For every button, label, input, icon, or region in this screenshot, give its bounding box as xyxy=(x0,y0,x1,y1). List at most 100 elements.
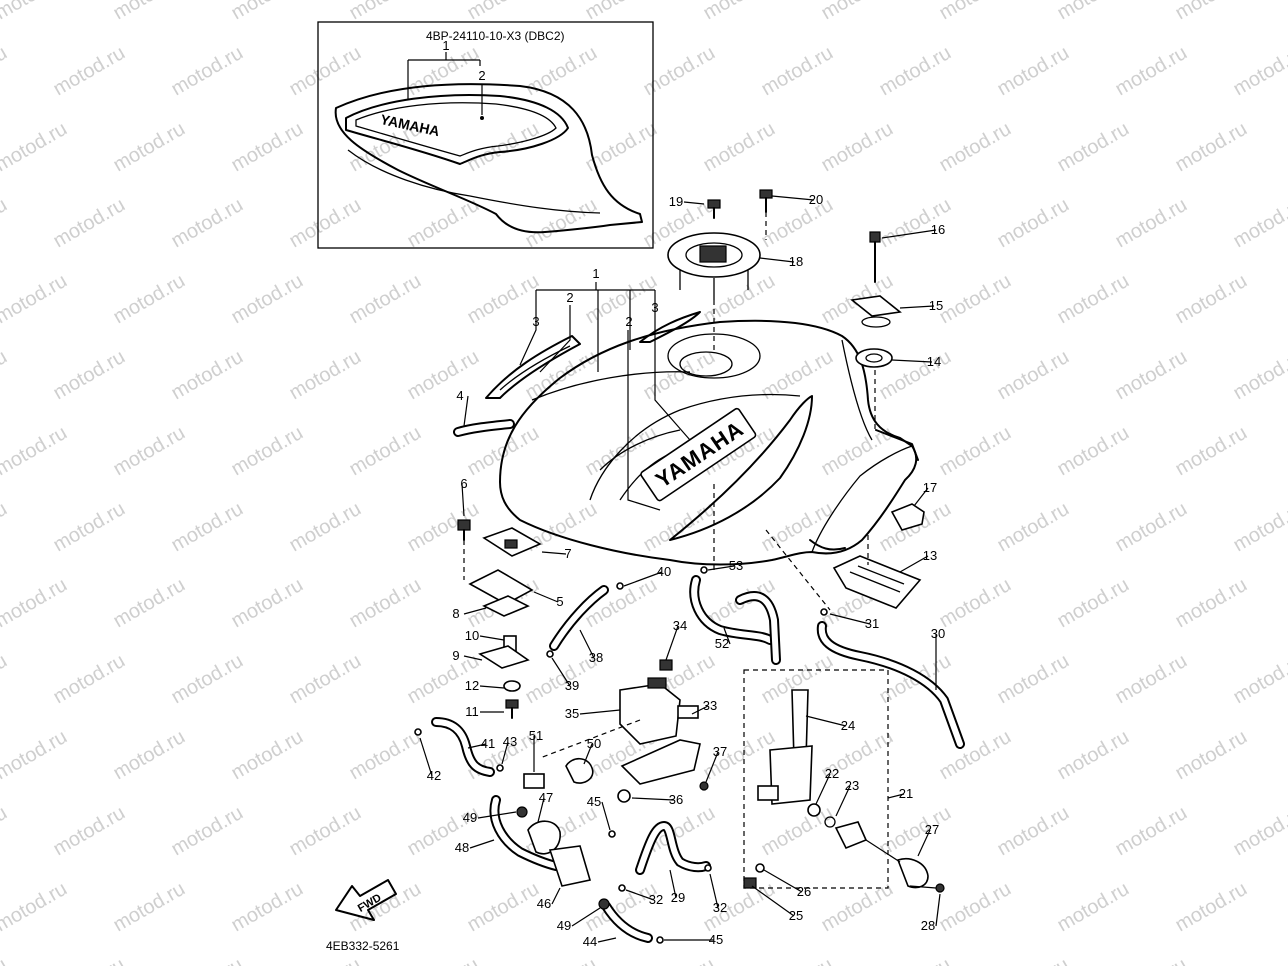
watermark-text: motod.ru xyxy=(110,574,189,633)
callout-32: 32 xyxy=(713,900,727,915)
watermark-text: motod.ru xyxy=(0,0,71,24)
callout-5: 5 xyxy=(556,594,563,609)
callout-43: 43 xyxy=(503,734,517,749)
bracket-15-icon xyxy=(852,296,900,316)
screw-28-icon xyxy=(936,884,944,892)
watermark-text: motod.ru xyxy=(640,346,719,405)
watermark-text: motod.ru xyxy=(50,954,129,966)
callout-44-leader xyxy=(598,938,616,942)
callout-10: 10 xyxy=(465,628,479,643)
watermark-text: motod.ru xyxy=(50,346,129,405)
watermark-text: motod.ru xyxy=(286,954,365,966)
callout-45-leader xyxy=(602,802,610,830)
callout-12: 12 xyxy=(465,678,479,693)
callout-24: 24 xyxy=(841,718,855,733)
watermark-text: motod.ru xyxy=(228,574,307,633)
watermark-text: motod.ru xyxy=(582,0,661,24)
clip-53-icon xyxy=(701,567,707,573)
watermark-text: motod.ru xyxy=(1112,194,1191,253)
callout-34: 34 xyxy=(673,618,687,633)
watermark-text: motod.ru xyxy=(1172,726,1251,785)
grommet-14-icon xyxy=(856,349,892,367)
callout-19: 19 xyxy=(669,194,683,209)
callout-21: 21 xyxy=(899,786,913,801)
callout-5-leader xyxy=(534,592,558,602)
watermark-text: motod.ru xyxy=(994,802,1073,861)
watermark-text: motod.ru xyxy=(0,954,11,966)
watermark-text: motod.ru xyxy=(994,42,1073,101)
watermark-text: motod.ru xyxy=(936,878,1015,937)
callout-15: 15 xyxy=(929,298,943,313)
watermark-text: motod.ru xyxy=(640,954,719,966)
bolt-34-icon xyxy=(660,660,672,670)
clip-32b-icon xyxy=(705,865,711,871)
callout-41: 41 xyxy=(481,736,495,751)
watermark-text: motod.ru xyxy=(228,0,307,24)
callout-47: 47 xyxy=(539,790,553,805)
inset-decal-dot xyxy=(480,116,484,120)
callout-42: 42 xyxy=(427,768,441,783)
watermark-text: motod.ru xyxy=(758,42,837,101)
watermark-text: motod.ru xyxy=(110,726,189,785)
pump-35-connector xyxy=(648,678,666,688)
watermark-text: motod.ru xyxy=(1112,802,1191,861)
callout-25: 25 xyxy=(789,908,803,923)
watermark-text: motod.ru xyxy=(346,574,425,633)
watermark-text: motod.ru xyxy=(1230,194,1288,253)
callout-1: 1 xyxy=(442,38,449,53)
callout-6: 6 xyxy=(460,476,467,491)
watermark-text: motod.ru xyxy=(168,650,247,709)
callout-16: 16 xyxy=(931,222,945,237)
watermark-text: motod.ru xyxy=(936,0,1015,24)
watermark-text: motod.ru xyxy=(228,726,307,785)
callout-53: 53 xyxy=(729,558,743,573)
bolt-11-head xyxy=(506,700,518,708)
watermark-text: motod.ru xyxy=(522,954,601,966)
callout-1: 1 xyxy=(592,266,599,281)
washer-12-icon xyxy=(504,681,520,691)
watermark-text: motod.ru xyxy=(640,42,719,101)
washer-22-icon xyxy=(808,804,820,816)
callout-9: 9 xyxy=(452,648,459,663)
watermark-text: motod.ru xyxy=(404,498,483,557)
plate-9-icon xyxy=(480,646,528,668)
callout-11: 11 xyxy=(465,704,479,719)
watermark-text: motod.ru xyxy=(994,650,1073,709)
watermark-text: motod.ru xyxy=(1230,42,1288,101)
watermark-text: motod.ru xyxy=(464,878,543,937)
callout-52: 52 xyxy=(715,636,729,651)
clip-40-icon xyxy=(617,583,623,589)
watermark-text: motod.ru xyxy=(700,878,779,937)
washer-26-icon xyxy=(756,864,764,872)
callout-45: 45 xyxy=(587,794,601,809)
callout-13: 13 xyxy=(923,548,937,563)
bracket-15-hole xyxy=(862,317,890,327)
watermark-text: motod.ru xyxy=(994,954,1073,966)
callout-22: 22 xyxy=(825,766,839,781)
watermark-text: motod.ru xyxy=(936,118,1015,177)
watermark-text: motod.ru xyxy=(0,194,11,253)
watermark-text: motod.ru xyxy=(936,422,1015,481)
callout-10-leader xyxy=(480,636,504,640)
watermark-text: motod.ru xyxy=(286,42,365,101)
watermark-text: motod.ru xyxy=(1054,118,1133,177)
watermark-text: motod.ru xyxy=(1054,0,1133,24)
callout-49: 49 xyxy=(463,810,477,825)
watermark-text: motod.ru xyxy=(1172,0,1251,24)
watermark-text: motod.ru xyxy=(50,802,129,861)
watermark-text: motod.ru xyxy=(994,498,1073,557)
bolt-16-head xyxy=(870,232,880,242)
inset-box: 4BP-24110-10-X3 (DBC2) YAMAHA xyxy=(318,22,653,248)
watermark-text: motod.ru xyxy=(286,498,365,557)
callout-20-leader xyxy=(772,196,814,200)
joint-51-icon xyxy=(524,774,544,788)
callout-46: 46 xyxy=(537,896,551,911)
bolt-6-head xyxy=(458,520,470,530)
watermark-text: motod.ru xyxy=(0,42,11,101)
watermark-text: motod.ru xyxy=(1112,498,1191,557)
watermark-text: motod.ru xyxy=(110,118,189,177)
callout-20: 20 xyxy=(809,192,823,207)
watermark-text: motod.ru xyxy=(346,422,425,481)
clip-45b-icon xyxy=(657,937,663,943)
